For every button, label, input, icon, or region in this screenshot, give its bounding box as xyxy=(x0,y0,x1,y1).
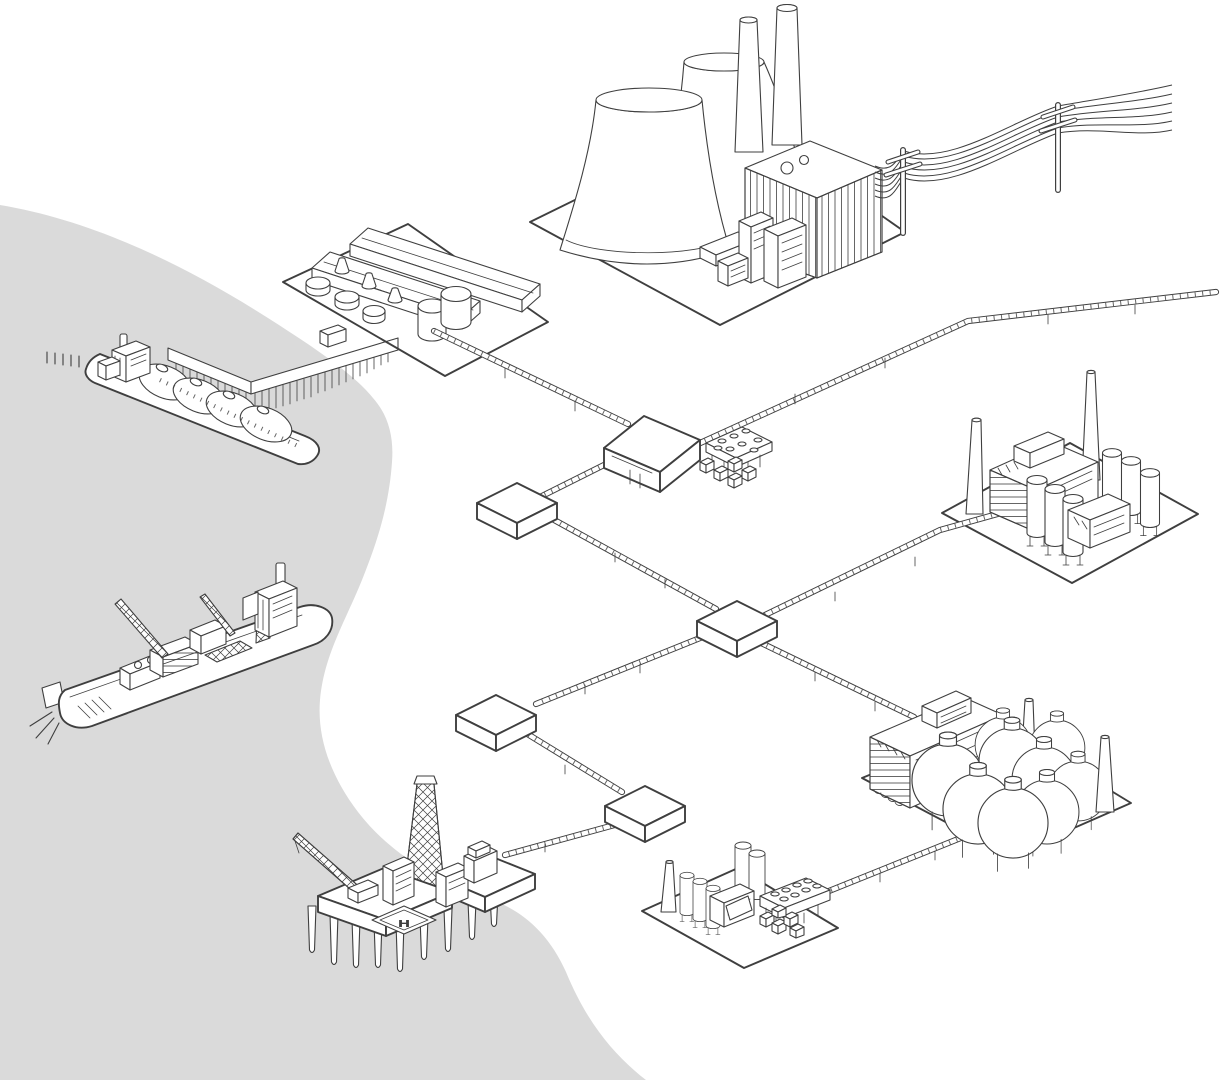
helipad-marking: H xyxy=(398,918,411,929)
ship-wake xyxy=(29,711,60,745)
cooling-tower-front xyxy=(559,87,731,265)
branch-box-c xyxy=(604,785,686,843)
offshore-platform: H xyxy=(292,775,536,973)
roof-vent-circle xyxy=(780,161,794,175)
sea-water xyxy=(0,205,646,1080)
helipad: H xyxy=(371,905,437,935)
transmission-pole xyxy=(1038,102,1078,193)
refinery xyxy=(965,369,1161,566)
import-terminal xyxy=(282,223,549,377)
refinery-south-building xyxy=(1067,493,1131,549)
pier xyxy=(167,324,399,416)
wake-lines xyxy=(46,351,80,368)
pipeline-box-c-to-platform xyxy=(505,824,618,855)
platform-legs xyxy=(307,893,499,973)
cone-tanks xyxy=(334,257,403,304)
base-pipe-stubs xyxy=(873,789,903,806)
transmission-pole xyxy=(883,147,923,236)
platform-crane xyxy=(292,832,379,904)
pipeline-terminal-to-station xyxy=(434,331,628,424)
ship-superstructure xyxy=(242,562,298,638)
branch-box-b xyxy=(455,694,537,752)
metering-station xyxy=(603,415,773,493)
plant-building xyxy=(709,883,755,928)
gas-storage-plant xyxy=(869,690,1115,872)
power-lines xyxy=(874,84,1173,236)
flat-storage-tanks xyxy=(305,276,386,325)
ship-crane-boom xyxy=(114,593,236,659)
pipeline-box-b-to-box-c xyxy=(516,727,622,792)
central-junction xyxy=(696,600,778,658)
plant-valve-cubes xyxy=(759,904,805,939)
platform-modules xyxy=(382,840,498,908)
pipeline-station-to-box-a xyxy=(542,464,606,496)
power-station xyxy=(529,3,1173,326)
refinery-main-building xyxy=(989,431,1099,533)
tanker-superstructure xyxy=(97,333,151,383)
pipeline-junction-to-refinery xyxy=(765,506,1026,615)
pipeline-network xyxy=(434,292,1216,893)
ship-deck-modules xyxy=(119,619,253,691)
pipeline-box-a-to-junction xyxy=(547,516,716,609)
lng-tanker xyxy=(46,333,321,466)
refinery-stack-left xyxy=(965,417,984,515)
pipeline-station-to-east-edge xyxy=(698,292,1216,444)
pipeline-junction-to-box-b xyxy=(536,634,710,704)
pier-shed xyxy=(319,324,347,348)
refinery-stack-right xyxy=(1081,369,1101,481)
pipeline-junction-to-gas-storage xyxy=(753,639,914,717)
roof-vent-circle xyxy=(798,154,810,166)
auxiliary-buildings xyxy=(699,211,807,289)
smokestack-left xyxy=(734,16,764,153)
valve-cubes xyxy=(699,456,757,489)
pipeline-supports xyxy=(504,304,1136,883)
warehouse-back xyxy=(349,227,541,313)
drilling-ship xyxy=(29,562,334,745)
smokestack-right xyxy=(771,3,803,146)
processing-plant xyxy=(660,841,831,939)
plant-chimney xyxy=(660,860,677,913)
gas-stack-right xyxy=(1095,734,1115,813)
station-gable-wall xyxy=(659,439,701,493)
